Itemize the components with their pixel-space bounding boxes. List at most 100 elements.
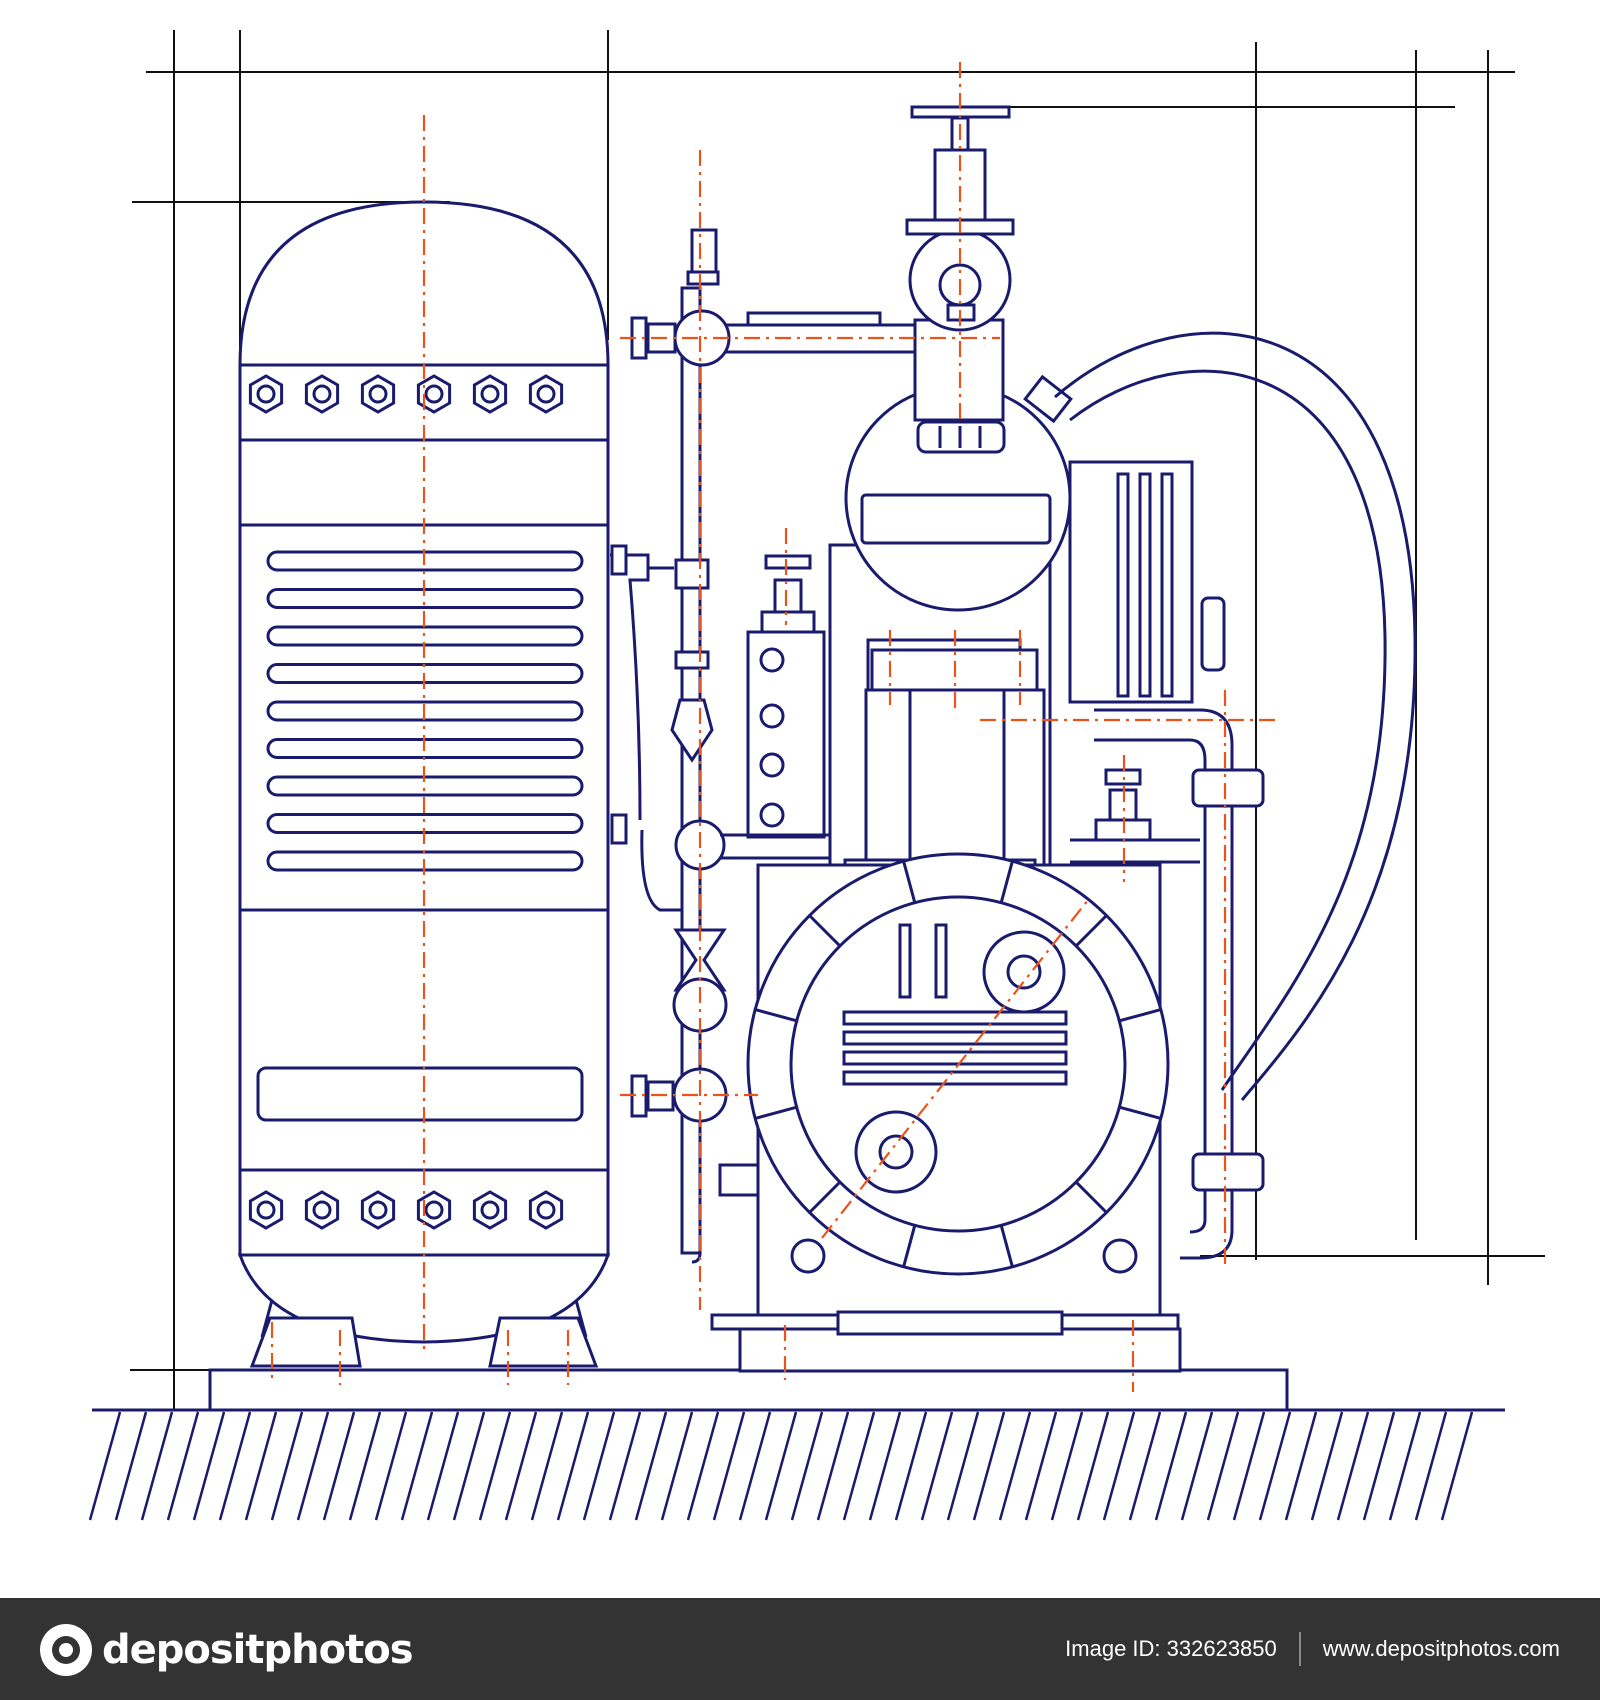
hatch-line <box>660 1411 694 1521</box>
flange-divider <box>999 1224 1014 1268</box>
hatch-line <box>1206 1411 1240 1521</box>
hatch-line <box>348 1411 382 1521</box>
bolt-hole <box>368 1200 388 1220</box>
bolt-hole <box>480 1200 500 1220</box>
lower-housing <box>710 852 1182 1373</box>
hatch-line <box>114 1411 148 1521</box>
hatch-line <box>1024 1411 1058 1521</box>
hatch-line <box>166 1411 200 1521</box>
image-id: Image ID: 332623850 <box>1065 1636 1277 1661</box>
flange-divider <box>754 1105 798 1120</box>
flange-divider <box>999 860 1014 904</box>
flange-divider <box>1118 1008 1162 1023</box>
hatch-line <box>1440 1411 1474 1521</box>
hatch-line <box>478 1411 512 1521</box>
depositphotos-logo-icon <box>40 1624 92 1676</box>
hatch-line <box>1154 1411 1188 1521</box>
hatch-line <box>764 1411 798 1521</box>
hatch-line <box>530 1411 564 1521</box>
hatch-line <box>504 1411 538 1521</box>
bolt-icon <box>528 1190 564 1230</box>
tank-bolts-top <box>248 374 564 414</box>
bolt-hole <box>480 384 500 404</box>
hatch-line <box>790 1411 824 1521</box>
hatch-line <box>452 1411 486 1521</box>
bolt-icon <box>248 1190 284 1230</box>
flange-divider <box>1075 914 1108 947</box>
hatch-line <box>88 1411 122 1521</box>
bolt-icon <box>472 374 508 414</box>
bolt-hole <box>536 1200 556 1220</box>
hatch-line <box>1128 1411 1162 1521</box>
bolt-hole <box>368 384 388 404</box>
hatch-line <box>738 1411 772 1521</box>
hatch-line <box>712 1411 746 1521</box>
website-link[interactable]: www.depositphotos.com <box>1322 1636 1560 1661</box>
hatch-line <box>270 1411 304 1521</box>
hatch-line <box>1232 1411 1266 1521</box>
flange-divider <box>1075 1181 1108 1214</box>
bolt-icon <box>472 1190 508 1230</box>
hatch-line <box>1076 1411 1110 1521</box>
hatch-line <box>1310 1411 1344 1521</box>
hatch-line <box>816 1411 850 1521</box>
bolt-hole <box>312 384 332 404</box>
bolt-icon <box>360 1190 396 1230</box>
hatch-line <box>1414 1411 1448 1521</box>
flange-divider <box>754 1008 798 1023</box>
center-lines <box>270 62 1275 1392</box>
hatch-line <box>1180 1411 1214 1521</box>
brand[interactable]: depositphotos <box>40 1622 414 1678</box>
flange-divider <box>808 1181 841 1214</box>
hatch-line <box>1284 1411 1318 1521</box>
hatch-line <box>218 1411 252 1521</box>
bolt-icon <box>528 374 564 414</box>
hatch-line <box>322 1411 356 1521</box>
dimension-lines <box>130 30 1545 1410</box>
flange-divider <box>808 914 841 947</box>
hatch-line <box>1336 1411 1370 1521</box>
hatch-line <box>972 1411 1006 1521</box>
bolt-hole <box>536 384 556 404</box>
flange-divider <box>1118 1105 1162 1120</box>
hatch-line <box>1258 1411 1292 1521</box>
flange-divider <box>902 860 917 904</box>
hatch-line <box>192 1411 226 1521</box>
flange-segments <box>754 860 1162 1268</box>
bolt-icon <box>304 1190 340 1230</box>
flange-divider <box>902 1224 917 1268</box>
bolt-hole <box>424 384 444 404</box>
brand-name: depositphotos <box>102 1627 414 1673</box>
hatch-line <box>582 1411 616 1521</box>
image-meta: Image ID: 332623850 www.depositphotos.co… <box>1065 1632 1560 1666</box>
hatch-line <box>374 1411 408 1521</box>
bolt-icon <box>360 374 396 414</box>
hatch-line <box>140 1411 174 1521</box>
bolt-icon <box>304 374 340 414</box>
hatch-line <box>946 1411 980 1521</box>
hatch-line <box>634 1411 668 1521</box>
tank-bolts-bottom <box>248 1190 564 1230</box>
blueprint-drawing <box>88 30 1545 1521</box>
hatch-line <box>556 1411 590 1521</box>
hatch-line <box>1050 1411 1084 1521</box>
hatch-line <box>296 1411 330 1521</box>
hatch-line <box>1388 1411 1422 1521</box>
hatch-line <box>244 1411 278 1521</box>
stock-footer: depositphotos Image ID: 332623850 www.de… <box>0 1598 1600 1700</box>
hatch-line <box>998 1411 1032 1521</box>
ground-hatching <box>88 1411 1474 1521</box>
hatch-line <box>894 1411 928 1521</box>
hatch-line <box>1102 1411 1136 1521</box>
bolt-hole <box>312 1200 332 1220</box>
meta-divider <box>1298 1632 1301 1666</box>
bolt-icon <box>416 374 452 414</box>
bolt-hole <box>256 384 276 404</box>
hatch-line <box>608 1411 642 1521</box>
upper-housing <box>828 105 1073 902</box>
hatch-line <box>920 1411 954 1521</box>
bolt-icon <box>248 374 284 414</box>
hatch-line <box>868 1411 902 1521</box>
bolt-hole <box>424 1200 444 1220</box>
ground <box>88 1368 1505 1521</box>
